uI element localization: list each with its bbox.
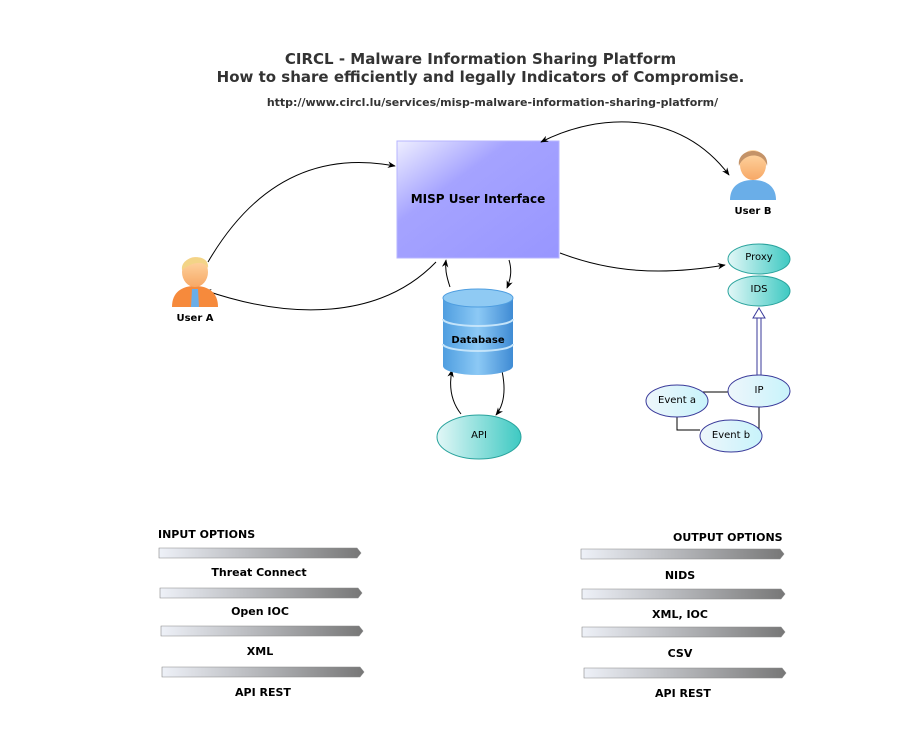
output-bar-2 [581, 588, 786, 600]
event-a-label: Event a [658, 395, 696, 406]
input-option-xml: XML [246, 645, 274, 658]
input-option-open-ioc: Open IOC [231, 605, 289, 618]
event-b-node[interactable] [699, 419, 763, 453]
ids-node[interactable] [727, 275, 791, 307]
ids-label: IDS [750, 284, 768, 295]
output-bars [580, 548, 787, 679]
input-bar-3 [160, 625, 364, 637]
user-b-label: User B [734, 206, 772, 217]
title-line-2: How to share efficiently and legally Ind… [216, 68, 745, 86]
user-a-label: User A [176, 313, 214, 324]
arrow-api-to-db [447, 369, 462, 415]
arrow-ui-userb [540, 121, 730, 176]
misp-user-interface-box[interactable] [396, 140, 560, 259]
user-b-icon[interactable] [730, 150, 776, 200]
ip-label: IP [754, 385, 764, 396]
output-option-api-rest: API REST [655, 687, 711, 700]
platform-url[interactable]: http://www.circl.lu/services/misp-malwar… [266, 96, 719, 109]
database-icon[interactable] [442, 288, 514, 375]
api-label: API [471, 430, 487, 441]
arrow-ui-to-proxy [559, 252, 726, 272]
arrow-ui-to-db [506, 259, 513, 289]
ip-to-ids-arrow [752, 307, 766, 376]
ip-node[interactable] [727, 374, 791, 408]
input-option-threat-connect: Threat Connect [211, 566, 307, 579]
input-option-api-rest: API REST [235, 686, 291, 699]
input-bar-1 [158, 547, 362, 559]
output-option-xml-ioc: XML, IOC [652, 608, 708, 621]
arrow-db-to-ui [441, 259, 451, 288]
user-a-icon[interactable] [172, 257, 218, 307]
arrow-db-to-api [495, 370, 505, 416]
output-bar-4 [583, 667, 787, 679]
output-option-csv: CSV [667, 647, 693, 660]
proxy-node[interactable] [727, 243, 791, 275]
input-bar-2 [159, 587, 363, 599]
output-bar-1 [580, 548, 785, 560]
input-bars [158, 547, 365, 678]
proxy-label: Proxy [745, 252, 773, 263]
event-b-label: Event b [711, 430, 751, 441]
title-line-1: CIRCL - Malware Information Sharing Plat… [284, 50, 677, 68]
event-a-node[interactable] [645, 384, 709, 418]
link-eventa-eventb [676, 415, 700, 431]
input-bar-4 [161, 666, 365, 678]
output-option-nids: NIDS [664, 569, 696, 582]
arrow-usera-to-ui [207, 161, 396, 263]
misp-ui-label: MISP User Interface [410, 192, 546, 206]
arrow-ui-to-usera [203, 261, 437, 311]
input-options-title: INPUT OPTIONS [158, 528, 256, 541]
output-options-title: OUTPUT OPTIONS [673, 531, 783, 544]
output-bar-3 [581, 626, 786, 638]
api-node[interactable] [436, 414, 522, 460]
database-label: Database [451, 335, 505, 346]
